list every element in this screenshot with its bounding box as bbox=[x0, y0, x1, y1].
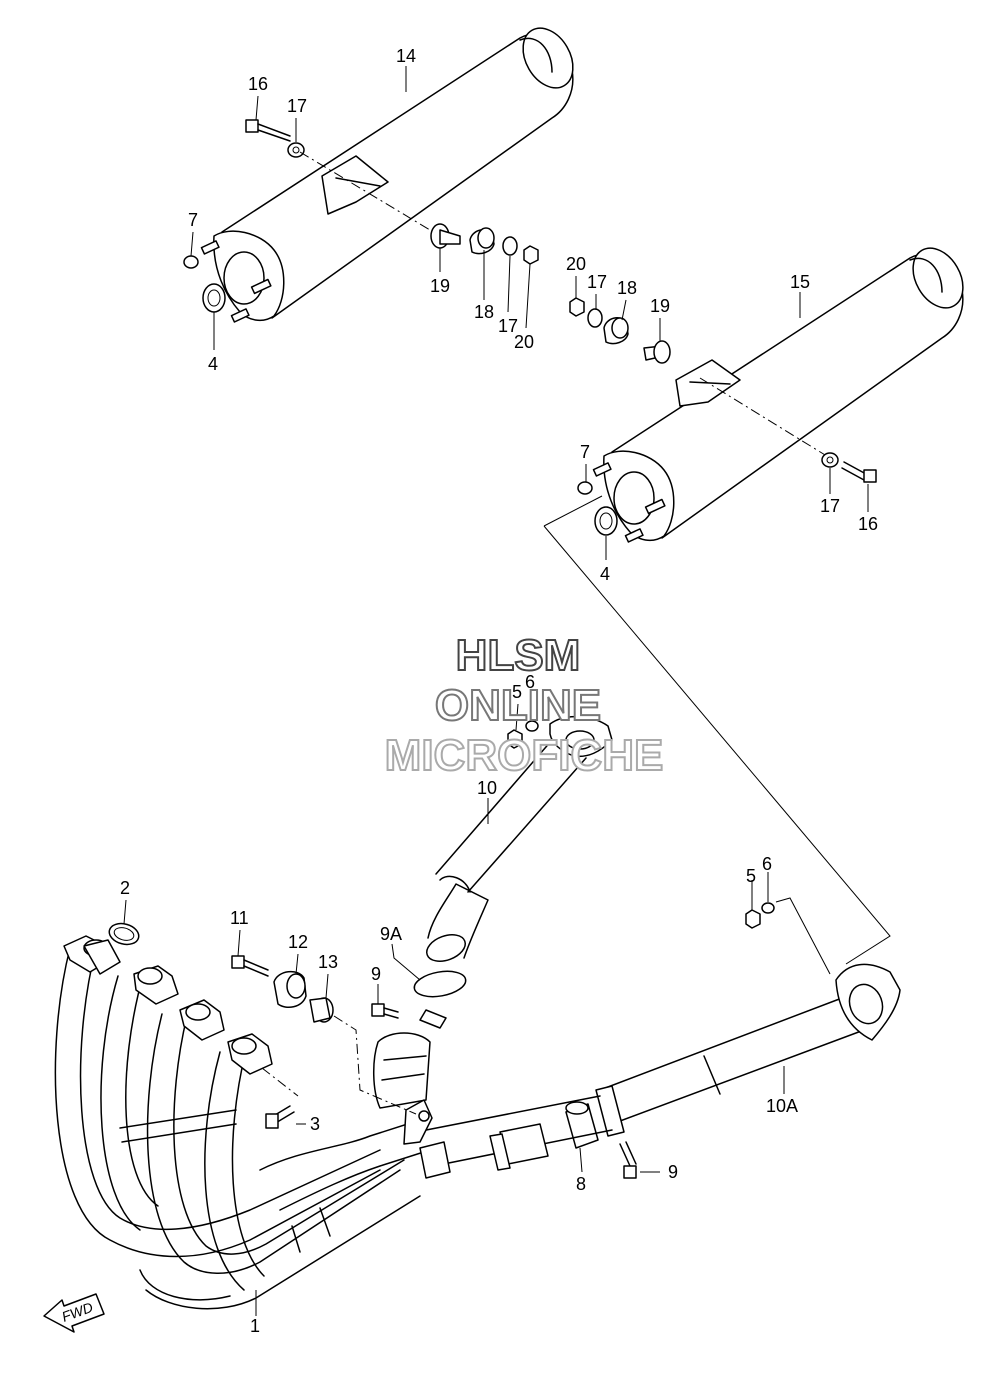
callout-9: 9 bbox=[371, 964, 381, 984]
callout-7: 7 bbox=[188, 210, 198, 230]
callout-6: 6 bbox=[525, 672, 535, 692]
nut-5b[interactable] bbox=[745, 909, 761, 929]
callout-11: 11 bbox=[230, 908, 249, 928]
bolt-9b[interactable] bbox=[619, 1141, 637, 1179]
callout-18: 18 bbox=[474, 302, 494, 322]
washer-7b[interactable] bbox=[577, 481, 593, 495]
callout-1: 1 bbox=[250, 1316, 260, 1336]
watermark-line-1: HLSM bbox=[456, 631, 581, 680]
washer-6a[interactable] bbox=[525, 720, 539, 732]
watermark-line-2: ONLINE bbox=[435, 681, 601, 730]
callout-9: 9 bbox=[668, 1162, 678, 1182]
bolt-11[interactable] bbox=[231, 955, 269, 977]
nut-20a[interactable] bbox=[523, 245, 539, 265]
forward-arrow-icon: FWD bbox=[43, 1293, 105, 1333]
callout-18: 18 bbox=[617, 278, 637, 298]
muffler-14[interactable] bbox=[213, 19, 583, 322]
watermark-line-3: MICROFICHE bbox=[385, 731, 664, 780]
callout-13: 13 bbox=[318, 952, 338, 972]
watermark: HLSM ONLINE MICROFICHE bbox=[384, 630, 665, 781]
callout-17: 17 bbox=[587, 272, 607, 292]
bolt-16a[interactable] bbox=[245, 119, 291, 142]
collar-19b[interactable] bbox=[643, 340, 671, 364]
callout-7: 7 bbox=[580, 442, 590, 462]
muffler-15[interactable] bbox=[603, 239, 973, 542]
callout-5: 5 bbox=[746, 866, 756, 886]
fastener-line-10A bbox=[775, 897, 831, 975]
bolt-3[interactable] bbox=[265, 1105, 295, 1129]
exhaust-header-1[interactable] bbox=[54, 947, 613, 1310]
cushion-12[interactable] bbox=[273, 970, 307, 1009]
callout-8: 8 bbox=[576, 1174, 586, 1194]
callout-19: 19 bbox=[430, 276, 450, 296]
washer-17d[interactable] bbox=[821, 452, 839, 468]
assembly-line bbox=[543, 495, 891, 965]
connecting-pipe-10[interactable] bbox=[423, 715, 613, 967]
callout-10A: 10A bbox=[766, 1096, 798, 1116]
collar-19a[interactable] bbox=[430, 223, 461, 249]
callout-3: 3 bbox=[310, 1114, 320, 1134]
washer-6b[interactable] bbox=[761, 902, 775, 914]
callout-10: 10 bbox=[477, 778, 497, 798]
callout-17: 17 bbox=[498, 316, 518, 336]
callout-17: 17 bbox=[820, 496, 840, 516]
cushion-18b[interactable] bbox=[603, 317, 629, 345]
callout-labels: 14 16 17 7 4 19 18 17 20 20 17 18 19 15 … bbox=[120, 46, 878, 1336]
studs-15 bbox=[592, 462, 666, 543]
callout-17: 17 bbox=[287, 96, 307, 116]
cushion-18a[interactable] bbox=[469, 227, 495, 255]
callout-4: 4 bbox=[600, 564, 610, 584]
callout-9A: 9A bbox=[380, 924, 402, 944]
washer-17a[interactable] bbox=[287, 142, 305, 158]
gasket-2[interactable] bbox=[107, 920, 141, 947]
bolt-9a[interactable] bbox=[371, 1003, 399, 1019]
bolt-16b[interactable] bbox=[841, 461, 877, 483]
gasket-4a[interactable] bbox=[202, 283, 226, 313]
callout-15: 15 bbox=[790, 272, 810, 292]
callout-20: 20 bbox=[514, 332, 534, 352]
callout-20: 20 bbox=[566, 254, 586, 274]
washer-17b[interactable] bbox=[502, 236, 518, 256]
clamp-9A[interactable] bbox=[412, 968, 467, 1029]
studs-14 bbox=[200, 240, 272, 323]
washer-7a[interactable] bbox=[183, 255, 199, 269]
collar-13[interactable] bbox=[309, 997, 334, 1023]
nut-20b[interactable] bbox=[569, 297, 585, 317]
callout-12: 12 bbox=[288, 932, 308, 952]
callout-19: 19 bbox=[650, 296, 670, 316]
callout-5: 5 bbox=[512, 682, 522, 702]
callout-16: 16 bbox=[858, 514, 878, 534]
callout-14: 14 bbox=[396, 46, 416, 66]
washer-17c[interactable] bbox=[587, 308, 603, 328]
callout-16: 16 bbox=[248, 74, 268, 94]
callout-6: 6 bbox=[762, 854, 772, 874]
leader-lines bbox=[123, 66, 869, 1316]
connecting-pipe-10A[interactable] bbox=[595, 963, 901, 1137]
gasket-4b[interactable] bbox=[594, 506, 618, 536]
header-flanges bbox=[63, 935, 273, 1075]
nut-5a[interactable] bbox=[507, 729, 523, 749]
fastener-line-3 bbox=[261, 1067, 299, 1097]
callout-4: 4 bbox=[208, 354, 218, 374]
callout-2: 2 bbox=[120, 878, 130, 898]
gasket-8[interactable] bbox=[565, 1101, 599, 1149]
